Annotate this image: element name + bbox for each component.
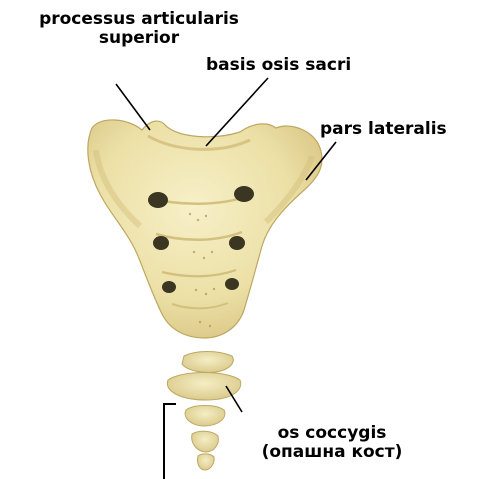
label-line: pars lateralis — [320, 120, 447, 139]
coccyx-segment-3 — [185, 406, 225, 427]
foramen — [148, 192, 168, 208]
label-processus-articularis-superior: processus articularis superior — [2, 10, 276, 48]
foramen — [229, 236, 245, 250]
label-line: os coccygis — [232, 424, 432, 443]
coccyx-segment-2 — [167, 373, 240, 401]
foramen — [153, 236, 169, 250]
foramen — [225, 278, 239, 290]
label-line: (опашна кост) — [232, 443, 432, 462]
coccyx-segment-1 — [182, 352, 233, 373]
foramen — [234, 186, 254, 202]
label-line: basis osis sacri — [206, 56, 351, 75]
coccyx-bracket — [164, 404, 176, 479]
label-basis-osis-sacri: basis osis sacri — [206, 56, 351, 75]
coccyx-segment-4 — [192, 431, 219, 452]
label-pars-lateralis: pars lateralis — [320, 120, 447, 139]
label-os-coccygis: os coccygis (опашна кост) — [232, 424, 432, 462]
label-line: processus articularis — [2, 10, 276, 29]
label-line: superior — [2, 29, 276, 48]
foramen — [162, 281, 176, 293]
coccyx-segment-5 — [197, 454, 214, 470]
sacrum-bone — [88, 120, 322, 338]
